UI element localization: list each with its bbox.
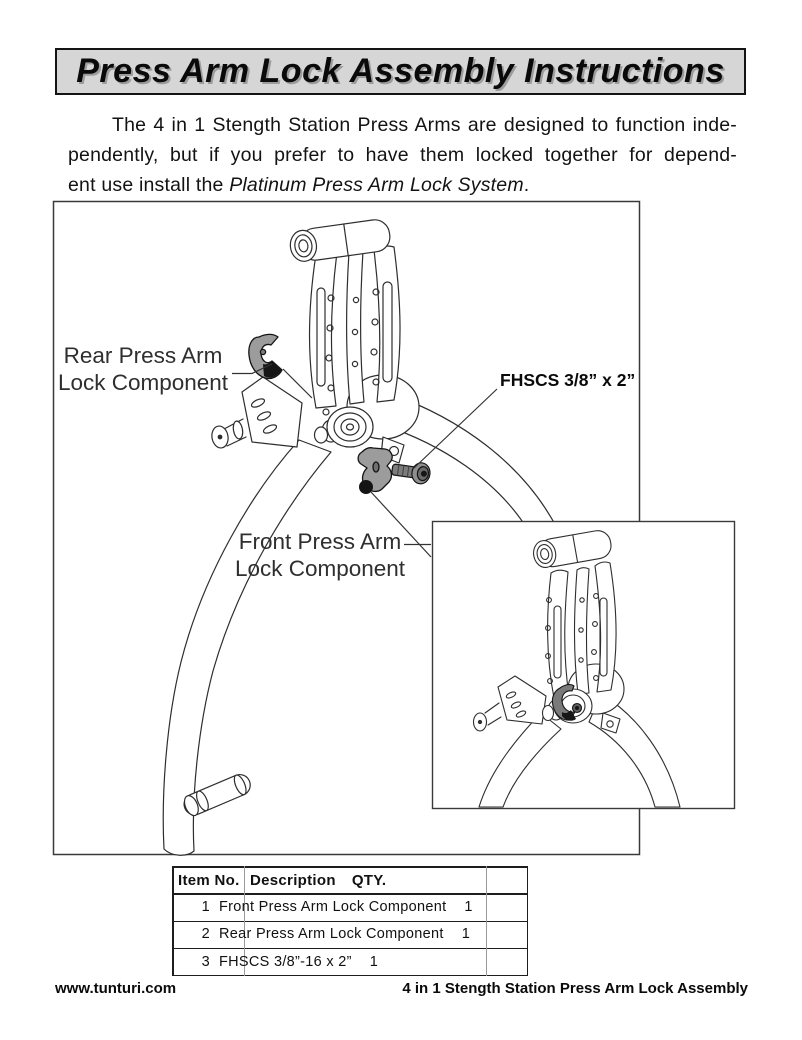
intro-line-3-prefix: ent use install the [68,174,230,196]
table-header-row: Item No. Description QTY. [172,868,528,892]
header-qty: QTY. [351,871,387,889]
footer-title: 4 in 1 Stength Station Press Arm Lock As… [402,980,748,997]
rear-lock-label-line1: Rear Press Arm [63,343,223,368]
table-line-1 [172,893,528,895]
title-banner: Press Arm Lock Assembly Instructions [55,48,746,95]
rear-lock-label-line2: Lock Component [57,370,229,395]
row2-item: 2 [201,926,210,942]
front-lock-label-line2: Lock Component [234,556,406,581]
row2-qty: 1 [461,926,471,942]
table-border-bottom [172,974,528,976]
table-border-right [526,866,528,976]
left-tube [162,439,332,856]
pivot-hub [313,406,405,464]
website-url: www.tunturi.com [55,980,177,997]
handle-grip [183,773,251,817]
left-bracket [241,376,303,448]
table-row: 3 FHSCS 3/8”-16 x 2” 1 [172,950,528,974]
top-cylinder [289,219,391,262]
intro-line-2: pendently, but if you prefer to have the… [68,144,737,166]
front-lock-label: Front Press Arm Lock Component [230,528,410,582]
intro-line-1: The 4 in 1 Stength Station Press Arms ar… [112,114,737,136]
rear-lock-label: Rear Press Arm Lock Component [52,342,234,396]
table-border-top [172,866,528,868]
header-description: Description [250,871,336,889]
inset-installed-lock [551,683,583,721]
bolt-label: FHSCS 3/8” x 2” [500,370,636,390]
table-col-line-1 [244,866,245,976]
inset-arm-plates [545,561,617,699]
intro-line-3-italic: Platinum Press Arm Lock System [229,174,524,196]
intro-paragraph: The 4 in 1 Stength Station Press Arms ar… [68,110,737,200]
table-border-left [172,866,174,976]
row1-item: 1 [201,899,210,915]
parts-table: Item No. Description QTY. 1 Front Press … [172,866,528,976]
bolt-drawing [391,462,431,485]
row2-description: Rear Press Arm Lock Component [219,926,444,942]
row3-description: FHSCS 3/8”-16 x 2” [219,954,352,970]
row3-qty: 1 [369,954,379,970]
rear-install-leader [282,368,313,399]
arm-plates [308,245,401,416]
inset-press-arm-drawing [472,530,681,808]
intro-line-3: ent use install the Platinum Press Arm L… [68,170,737,200]
front-lock-component-drawing [357,447,393,494]
row3-item: 3 [201,954,210,970]
table-line-2 [172,920,528,922]
bolt-label-leader [413,388,498,469]
inset-left-tube [478,712,562,808]
leader-lines [232,363,498,558]
axle [211,418,247,449]
front-lock-label-line1: Front Press Arm [238,529,402,554]
inset-top-cylinder [533,530,612,569]
rear-lock-component-drawing [248,333,283,380]
page-title: Press Arm Lock Assembly Instructions [76,52,725,90]
main-press-arm-drawing [162,219,559,856]
row1-qty: 1 [464,899,473,915]
table-row: 2 Rear Press Arm Lock Component 1 [172,922,528,946]
table-col-line-2 [486,866,487,976]
front-inset-leader [370,491,432,558]
row1-description: Front Press Arm Lock Component [219,899,447,915]
intro-line-3-suffix: . [523,174,530,196]
header-item-no: Item No. [178,871,240,889]
table-line-3 [172,947,528,949]
rear-label-leader [232,363,273,375]
table-row: 1 Front Press Arm Lock Component 1 [172,895,528,919]
